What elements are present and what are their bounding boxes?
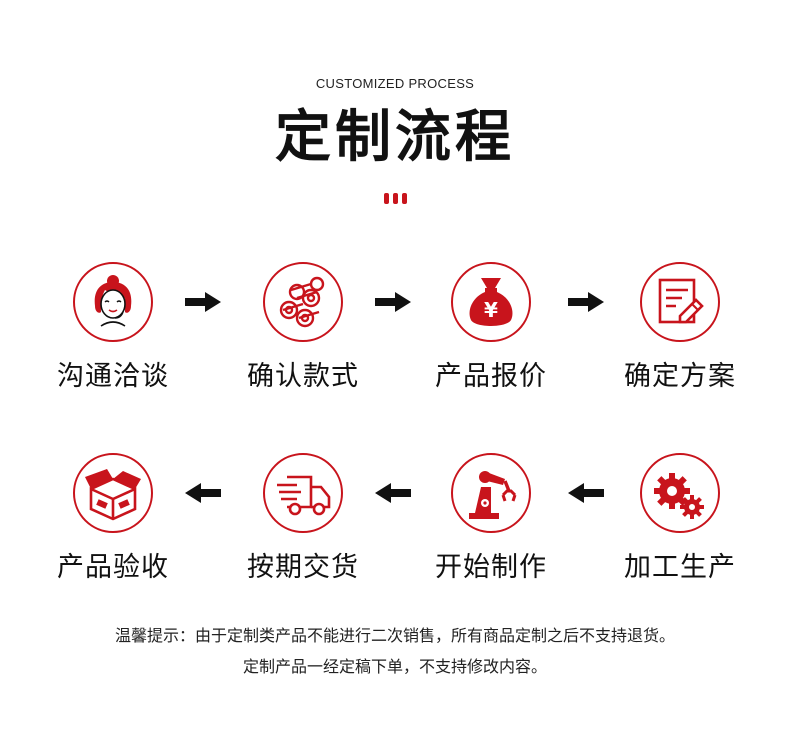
customer-service-icon	[94, 275, 132, 327]
title-decoration	[384, 193, 408, 205]
step-label: 确定方案	[624, 361, 736, 392]
gears-icon	[654, 473, 704, 519]
package-box-icon	[85, 469, 141, 521]
step-label: 产品验收	[57, 552, 169, 583]
arrow-left-icon	[375, 483, 411, 503]
step-label: 加工生产	[624, 552, 736, 583]
arrow-left-icon	[568, 483, 604, 503]
material-rolls-icon	[279, 276, 325, 328]
arrow-left-icon	[185, 483, 221, 503]
page-title: 定制流程	[275, 105, 515, 170]
step-label: 产品报价	[435, 361, 547, 392]
delivery-truck-icon	[277, 475, 331, 516]
arrow-right-icon	[568, 292, 604, 312]
notice-line-2: 定制产品一经定稿下单，不支持修改内容。	[242, 657, 547, 676]
step-label: 开始制作	[435, 552, 547, 583]
document-edit-icon	[658, 278, 704, 324]
money-bag-icon: ¥	[469, 278, 513, 326]
notice-line-1: 温馨提示：由于定制类产品不能进行二次销售，所有商品定制之后不支持退货。	[114, 626, 675, 645]
robot-arm-icon	[469, 471, 517, 519]
arrow-right-icon	[185, 292, 221, 312]
step-label: 按期交货	[247, 552, 359, 583]
step-label: 沟通洽谈	[57, 361, 169, 392]
svg-text:¥: ¥	[484, 298, 498, 322]
page-subtitle: CUSTOMIZED PROCESS	[315, 76, 475, 91]
step-label: 确认款式	[247, 361, 359, 392]
arrow-right-icon	[375, 292, 411, 312]
